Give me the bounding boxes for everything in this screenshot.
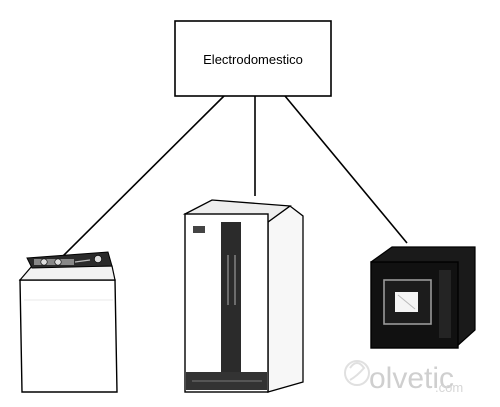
refrigerator-icon [182, 199, 304, 393]
connector-microwave [284, 95, 408, 244]
washing-machine-icon [18, 251, 118, 393]
root-node: Electrodomestico [174, 20, 332, 97]
root-label: Electrodomestico [203, 52, 303, 67]
connector-lines [61, 95, 408, 258]
connector-washer [61, 95, 225, 258]
microwave-icon [370, 246, 476, 349]
root-box [174, 20, 332, 97]
watermark-logo [344, 360, 370, 386]
